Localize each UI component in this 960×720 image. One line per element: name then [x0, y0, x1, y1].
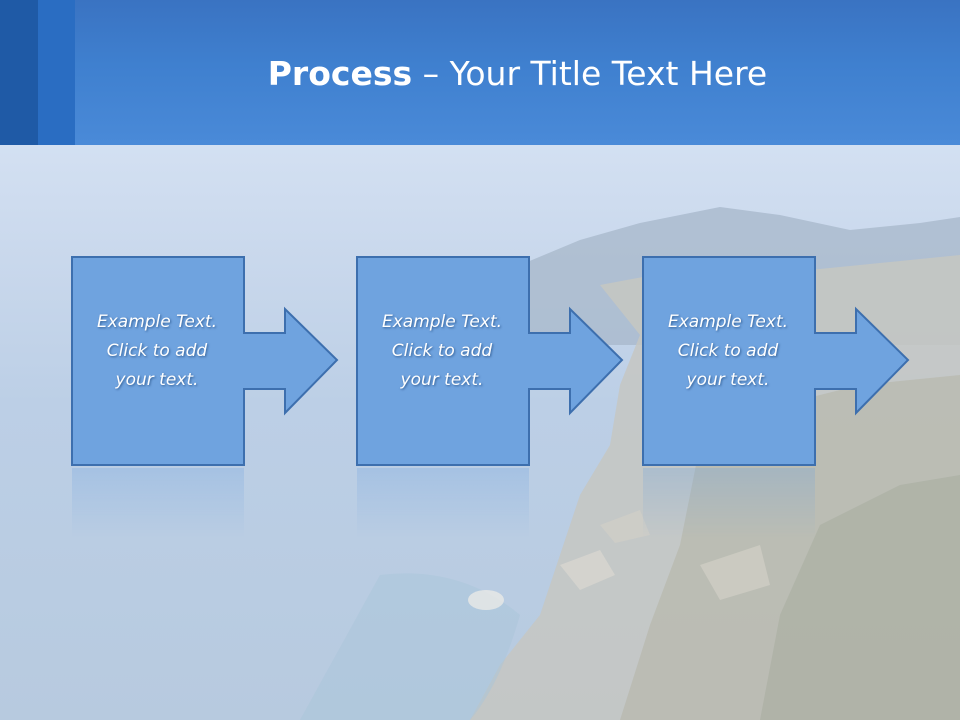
title-bold: Process — [267, 54, 413, 93]
slide-title[interactable]: Process – Your Title Text Here — [75, 52, 960, 96]
step-text-line: Click to add — [391, 341, 493, 361]
step-text-line: Example Text. — [667, 312, 789, 332]
process-step-1[interactable]: Example Text. Click to add your text. — [71, 256, 341, 466]
title-rest: – Your Title Text Here — [412, 54, 768, 93]
step-text-line: Example Text. — [96, 312, 218, 332]
step-text: Example Text. Click to add your text. — [358, 308, 526, 395]
step-reflection — [71, 468, 341, 538]
step-arrow-shape — [356, 256, 624, 466]
step-text-line: Click to add — [106, 341, 208, 361]
step-text-line: Click to add — [677, 341, 779, 361]
step-reflection — [642, 468, 912, 538]
step-text-line: your text. — [400, 370, 484, 390]
header-accent-mid — [38, 0, 75, 145]
header-accent-dark — [0, 0, 38, 145]
process-step-2[interactable]: Example Text. Click to add your text. — [356, 256, 626, 466]
step-text: Example Text. Click to add your text. — [644, 308, 812, 395]
step-arrow-shape — [71, 256, 339, 466]
step-reflection — [356, 468, 626, 538]
step-text-line: your text. — [686, 370, 770, 390]
process-step-3[interactable]: Example Text. Click to add your text. — [642, 256, 912, 466]
step-text: Example Text. Click to add your text. — [73, 308, 241, 395]
title-bar: Process – Your Title Text Here — [0, 0, 960, 145]
step-text-line: Example Text. — [381, 312, 503, 332]
step-text-line: your text. — [115, 370, 199, 390]
step-arrow-shape — [642, 256, 910, 466]
